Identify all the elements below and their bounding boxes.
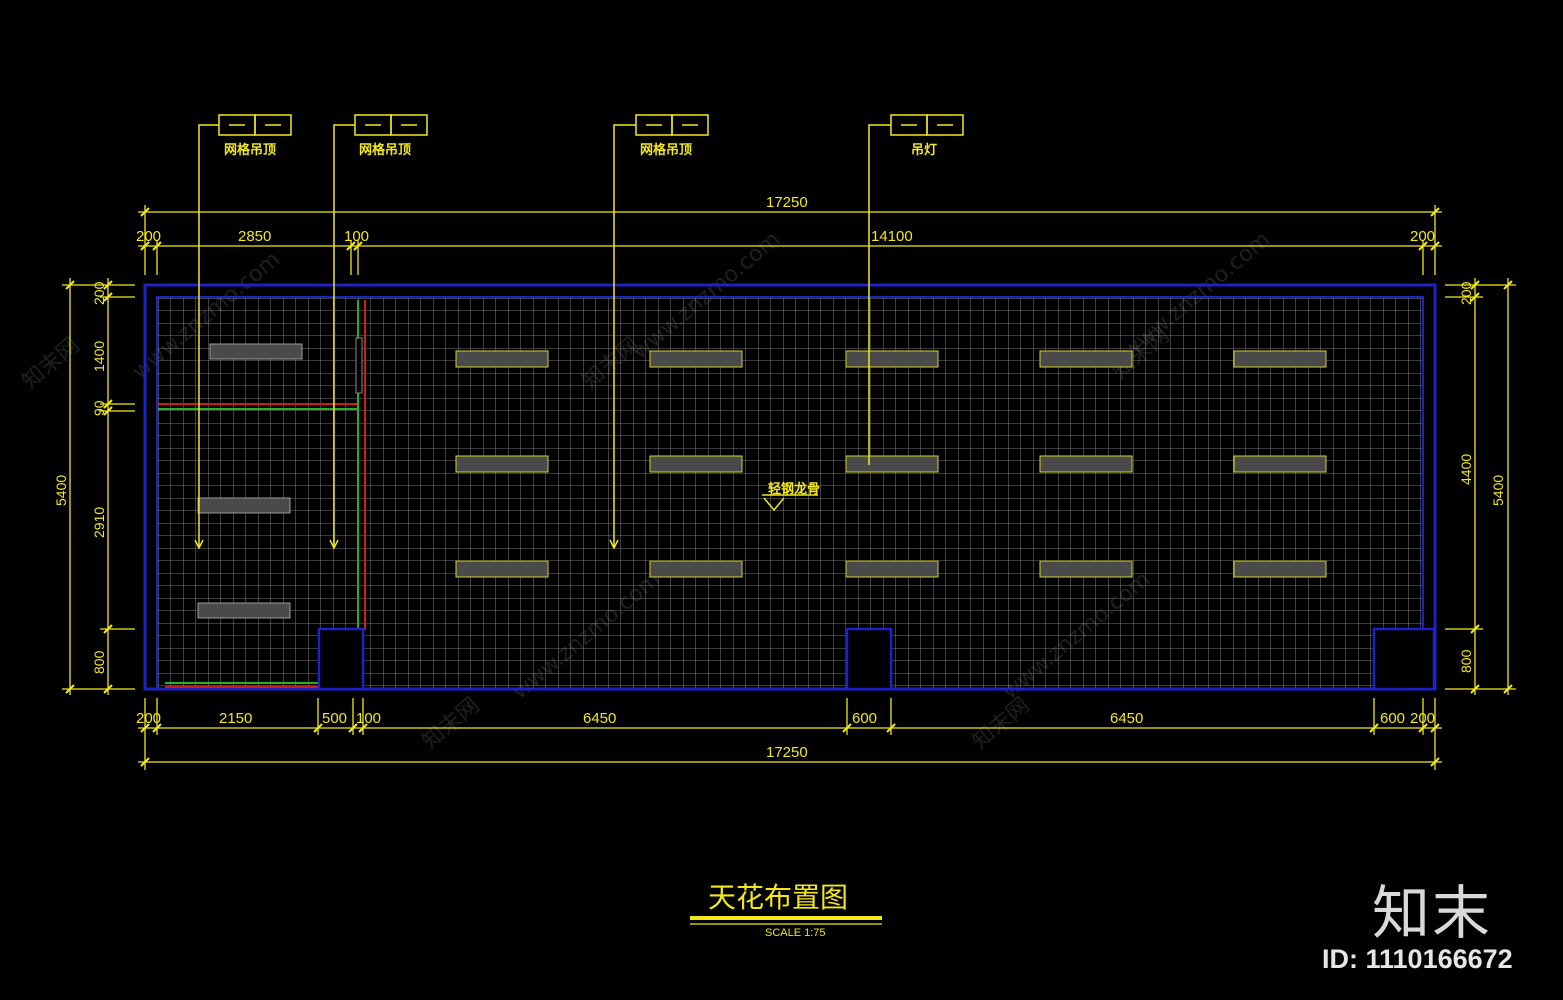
grid-ceiling	[158, 298, 1422, 688]
room-plan: 轻钢龙骨	[143, 283, 1437, 691]
dim-top-segment: 100	[344, 228, 369, 245]
dim-bottom-segment: 200	[136, 710, 161, 727]
light-fixture	[197, 497, 291, 514]
light-fixture	[845, 455, 939, 473]
dim-top-total: 17250	[766, 194, 808, 211]
dim-right-segment: 4400	[1458, 454, 1474, 485]
dim-right-total: 5400	[1490, 475, 1506, 506]
light-fixture	[1233, 350, 1327, 368]
dimension-lines	[62, 205, 1516, 770]
dimension-texts: 17250 200 2850 100 14100 200 200 2150 50…	[53, 194, 1506, 761]
dim-right-segment: 800	[1458, 649, 1474, 673]
leader-tag-labels: 网格吊顶 网格吊顶 网格吊顶 吊灯	[224, 142, 937, 158]
door-slab	[355, 337, 363, 394]
light-fixture	[209, 343, 303, 360]
leader-tag	[868, 114, 964, 465]
column	[317, 627, 365, 691]
tag-label: 网格吊顶	[224, 142, 276, 158]
image-id-label: ID: 1110166672	[1322, 944, 1513, 974]
light-fixture	[197, 602, 291, 619]
watermark-text: 知末网	[418, 693, 485, 755]
dim-left-segment: 200	[91, 281, 107, 305]
column	[845, 627, 893, 691]
light-fixture	[1039, 560, 1133, 578]
dim-left-segment: 800	[91, 650, 107, 674]
dim-top-segment: 14100	[871, 228, 913, 245]
dim-left-segment: 1400	[91, 341, 107, 372]
dim-bottom-segment: 2150	[219, 710, 252, 727]
dim-bottom-segment: 600	[1380, 710, 1405, 727]
watermark-text: 知末网	[968, 693, 1035, 755]
drawing-scale: SCALE 1:75	[765, 927, 826, 939]
light-fixture	[455, 455, 549, 473]
tag-label: 吊灯	[911, 142, 937, 158]
light-fixture	[649, 560, 743, 578]
dim-bottom-segment: 6450	[1110, 710, 1143, 727]
dim-left-segment: 2910	[91, 507, 107, 538]
light-fixture	[1233, 455, 1327, 473]
watermark-text: 知末网	[18, 333, 85, 395]
light-fixture	[455, 560, 549, 578]
leader-tags	[194, 114, 964, 550]
leader-tag	[194, 114, 292, 550]
light-fixture	[649, 455, 743, 473]
ceiling-level-marker: 轻钢龙骨	[762, 481, 820, 512]
dim-right-segment: 200	[1458, 281, 1474, 305]
brand-logo-text: 知末	[1372, 879, 1493, 947]
light-fixture	[649, 350, 743, 368]
dim-bottom-segment: 200	[1410, 710, 1435, 727]
column	[1372, 627, 1436, 691]
dim-bottom-total: 17250	[766, 744, 808, 761]
leader-tag	[329, 114, 428, 550]
inner-wall	[156, 296, 1424, 690]
drawing-title: 天花布置图	[708, 881, 848, 914]
dim-left-segment: 90	[91, 400, 107, 416]
dim-top-segment: 200	[136, 228, 161, 245]
dim-top-segment: 200	[1410, 228, 1435, 245]
dimension-ticks	[65, 207, 1513, 767]
dim-bottom-segment: 500	[322, 710, 347, 727]
dim-left-total: 5400	[53, 475, 69, 506]
tag-label: 网格吊顶	[640, 142, 692, 158]
light-fixture	[845, 350, 939, 368]
light-fixture	[845, 560, 939, 578]
dim-bottom-segment: 100	[356, 710, 381, 727]
light-fixture	[1039, 455, 1133, 473]
dim-top-segment: 2850	[238, 228, 271, 245]
leader-tag	[609, 114, 709, 550]
light-fixture	[1233, 560, 1327, 578]
dim-bottom-segment: 6450	[583, 710, 616, 727]
ceiling-level-label: 轻钢龙骨	[768, 481, 820, 497]
dim-bottom-segment: 600	[852, 710, 877, 727]
tag-label: 网格吊顶	[359, 142, 411, 158]
title-block: 天花布置图 SCALE 1:75	[690, 881, 882, 939]
light-fixture	[1039, 350, 1133, 368]
light-fixture	[455, 350, 549, 368]
